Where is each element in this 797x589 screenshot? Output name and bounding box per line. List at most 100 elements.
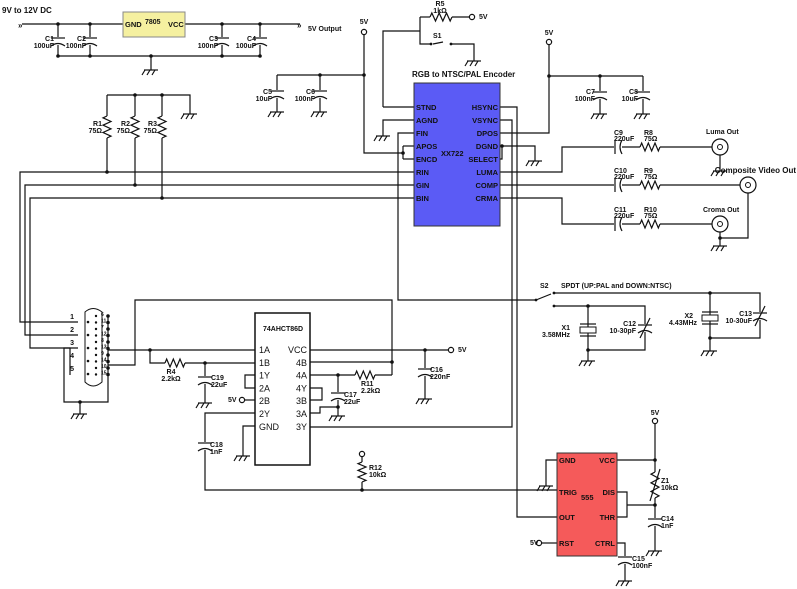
connector-pin	[94, 347, 98, 350]
cap-plate-curved	[269, 95, 285, 100]
junction-dot	[106, 333, 110, 338]
ground-icon	[328, 410, 345, 422]
terminal	[535, 539, 543, 547]
resistor-icon	[356, 461, 368, 483]
ground-hatch	[615, 580, 620, 587]
ground-hatch	[720, 170, 725, 177]
regulator-7805	[122, 11, 186, 38]
timer-pin-dis: DIS	[602, 488, 615, 497]
connector-pin-number: 8	[101, 338, 104, 344]
ref-R12: R12	[369, 465, 382, 472]
ref-R2: R2	[121, 121, 130, 128]
wire	[310, 119, 513, 428]
wire	[108, 299, 393, 375]
encoder-pin-stnd: STND	[416, 103, 437, 112]
variable-arrow	[754, 305, 766, 327]
junction-dot	[258, 54, 262, 58]
ground-hatch	[710, 245, 715, 252]
vga-connector-icon	[84, 308, 103, 387]
cap-plate-curved	[619, 177, 623, 193]
cap-gap	[593, 91, 607, 99]
ground-hatch	[233, 455, 238, 462]
cap-gap	[614, 178, 622, 192]
vcc-label: 5V	[228, 397, 237, 404]
timer-chip	[556, 452, 618, 557]
ground-hatch	[655, 550, 660, 557]
timer-pin-rst: RST	[559, 539, 574, 548]
resistor-icon	[639, 218, 661, 230]
ground-icon	[578, 355, 595, 367]
value-C13: 10-30uF	[726, 318, 753, 325]
ground-icon	[464, 55, 481, 67]
junction-dot	[362, 73, 366, 77]
ref-C8: C8	[629, 89, 638, 96]
value-R3: 75Ω	[144, 128, 158, 135]
ground-icon	[195, 397, 212, 409]
regulator-gnd: GND	[125, 20, 142, 29]
connector-pin	[86, 372, 90, 376]
wire	[502, 145, 536, 155]
xor-pin-gnd: GND	[259, 422, 280, 432]
encoder-pin-vsync: VSYNC	[472, 116, 498, 125]
ref-R11: R11	[361, 381, 374, 388]
crystal-icon	[579, 326, 597, 334]
ref-C1: C1	[45, 36, 54, 43]
res-zigzag	[354, 369, 376, 381]
cap-plate-curved	[619, 216, 623, 232]
output-arrow-icon: »	[297, 21, 302, 30]
encoder-pin-fin: FIN	[416, 129, 428, 138]
ground-hatch	[650, 550, 655, 557]
res-zigzag	[164, 357, 186, 369]
capacitor-icon	[647, 518, 663, 528]
timer-pin-vcc: VCC	[599, 456, 615, 465]
capacitor-icon	[617, 556, 633, 566]
label: R8	[644, 130, 653, 137]
vcc-label: 5V	[479, 14, 488, 21]
junction-dot	[653, 458, 657, 462]
junction-dot	[258, 22, 262, 26]
value-R11: 2.2kΩ	[361, 388, 381, 395]
ground-hatch	[600, 113, 605, 120]
ground-hatch	[200, 402, 205, 409]
composite-out-label: Composite Video Out	[715, 166, 797, 175]
wire	[382, 119, 414, 130]
ref-C2: C2	[77, 36, 86, 43]
xor-pin-2b: 2B	[259, 396, 270, 406]
value-C7: 100nF	[575, 96, 596, 103]
value-R5: 1kΩ	[433, 8, 447, 15]
cap-plate-curved	[50, 42, 66, 47]
encoder-title: RGB to NTSC/PAL Encoder	[412, 70, 515, 79]
cap-plate-curved	[635, 96, 651, 101]
value-R4: 2.2kΩ	[161, 376, 181, 383]
value-C19: 22uF	[211, 382, 228, 389]
coax-center	[717, 144, 723, 150]
s1-lever	[432, 41, 444, 45]
capacitor-icon	[330, 392, 346, 402]
ref-C18: C18	[210, 442, 223, 449]
ground-hatch	[267, 111, 272, 118]
ref-C16: C16	[430, 367, 443, 374]
wire	[24, 184, 414, 336]
ground-hatch	[373, 135, 378, 142]
vcc-label: 5V	[545, 30, 554, 37]
variable-arrow	[649, 468, 661, 502]
crystal-icon	[701, 314, 719, 322]
encoder-pin-rin: RIN	[416, 168, 429, 177]
vcc-label: 5V	[360, 19, 369, 26]
ground-icon	[710, 165, 727, 177]
junction-dot	[423, 348, 427, 352]
value-C14: 1nF	[661, 523, 674, 530]
ground-hatch	[720, 245, 725, 252]
junction-dot	[149, 54, 153, 58]
s2-description: SPDT (UP:PAL and DOWN:NTSC)	[561, 283, 672, 290]
value-C18: 1nF	[210, 449, 223, 456]
junction-dot	[586, 304, 590, 308]
value-R1: 75Ω	[89, 128, 103, 135]
wire	[617, 491, 628, 518]
value-C8: 10uF	[622, 96, 639, 103]
ground-hatch	[643, 113, 648, 120]
value-C16: 220nF	[430, 374, 451, 381]
ground-hatch	[633, 113, 638, 120]
junction-dot	[106, 372, 110, 377]
